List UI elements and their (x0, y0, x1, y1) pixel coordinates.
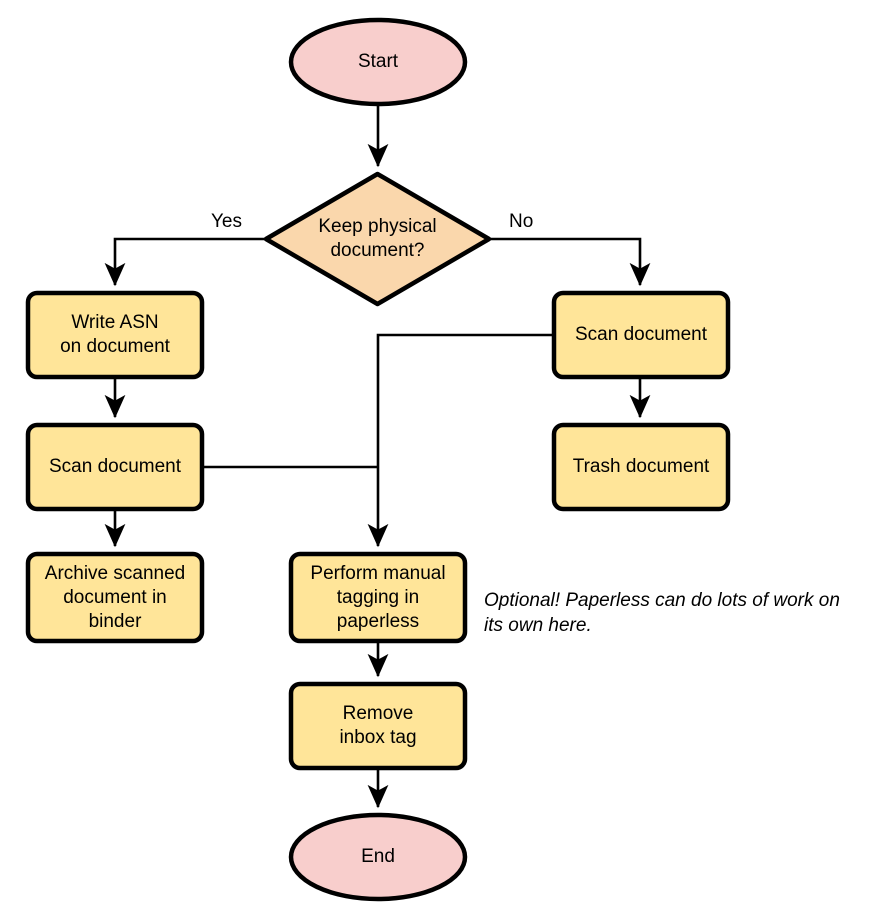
optional-note-annotation: Optional! Paperless can do lots of work … (484, 588, 884, 638)
node-write-asn-shape[interactable] (25, 290, 205, 380)
node-end-shape[interactable] (288, 812, 468, 902)
node-scan-right-shape[interactable] (551, 290, 731, 380)
optional-note-line-1: Optional! Paperless can do lots of work … (484, 590, 840, 611)
node-remove-inbox-shape[interactable] (288, 681, 468, 771)
edge-decision-to-write-asn (104, 237, 264, 287)
optional-note-line-2: its own here. (484, 615, 592, 636)
node-archive-shape[interactable] (25, 551, 205, 644)
edge-label-no: No (509, 211, 534, 232)
node-trash-shape[interactable] (551, 422, 731, 512)
node-scan-left-shape[interactable] (25, 422, 205, 512)
edge-scan-right-to-manual-tag (367, 333, 552, 548)
node-start-shape[interactable] (288, 17, 468, 107)
node-manual-tag-shape[interactable] (288, 551, 468, 644)
edge-label-yes: Yes (211, 211, 242, 232)
node-decision-shape[interactable] (263, 171, 492, 307)
edge-decision-to-scan-right (491, 237, 651, 287)
